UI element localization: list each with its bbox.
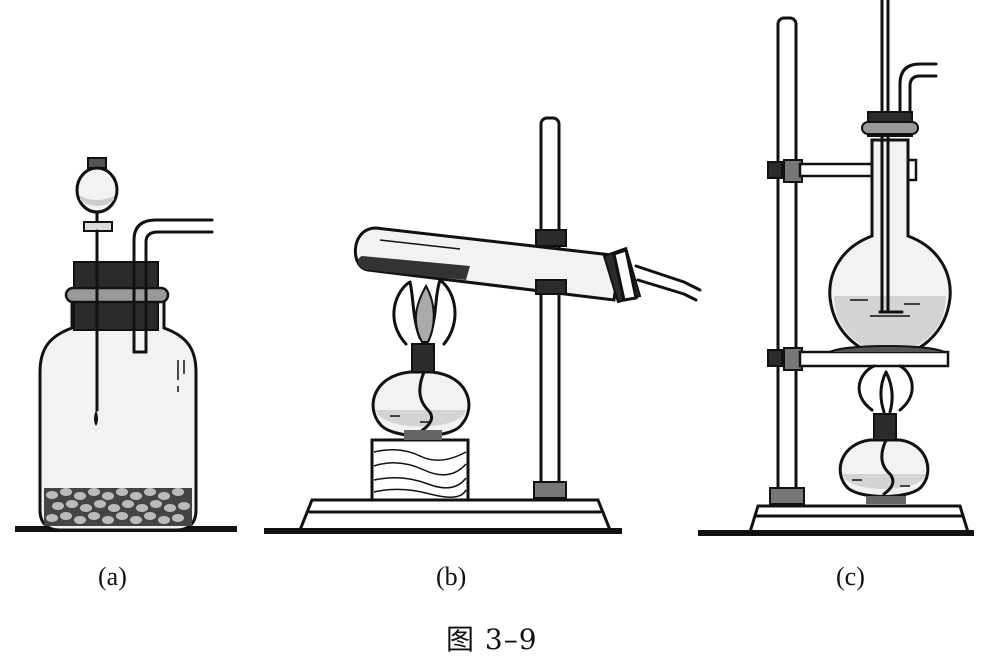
panel-a-apparatus bbox=[15, 157, 237, 532]
delivery-tube-c bbox=[898, 62, 938, 114]
panel-b-label: (b) bbox=[436, 562, 467, 591]
alcohol-lamp-c bbox=[838, 413, 930, 504]
iron-stand-base-b bbox=[297, 498, 613, 532]
flame-b bbox=[392, 278, 457, 346]
ring-support-c bbox=[767, 345, 950, 371]
separatory-funnel bbox=[75, 157, 119, 426]
gas-bottle bbox=[38, 296, 198, 532]
test-tube bbox=[354, 226, 622, 302]
panel-c-label: (c) bbox=[836, 562, 865, 591]
iron-stand-rod-b bbox=[539, 116, 561, 498]
iron-stand-rod-c bbox=[776, 16, 798, 504]
iron-stand-base-c bbox=[747, 504, 971, 534]
panel-a-label: (a) bbox=[98, 562, 127, 591]
alcohol-lamp-b bbox=[371, 343, 471, 440]
panel-c-apparatus bbox=[698, 0, 974, 536]
delivery-tube-b bbox=[634, 264, 702, 292]
delivery-tube-a bbox=[132, 218, 214, 354]
stopcock bbox=[83, 221, 113, 232]
clamp-b bbox=[535, 229, 567, 247]
solid-granules bbox=[44, 488, 192, 526]
stopper-band bbox=[64, 286, 170, 304]
figure-caption: 图 3–9 bbox=[446, 623, 538, 656]
flame-c bbox=[857, 364, 914, 414]
panel-b-apparatus bbox=[264, 116, 702, 534]
wooden-block bbox=[370, 438, 470, 502]
stopper-b bbox=[602, 246, 642, 304]
